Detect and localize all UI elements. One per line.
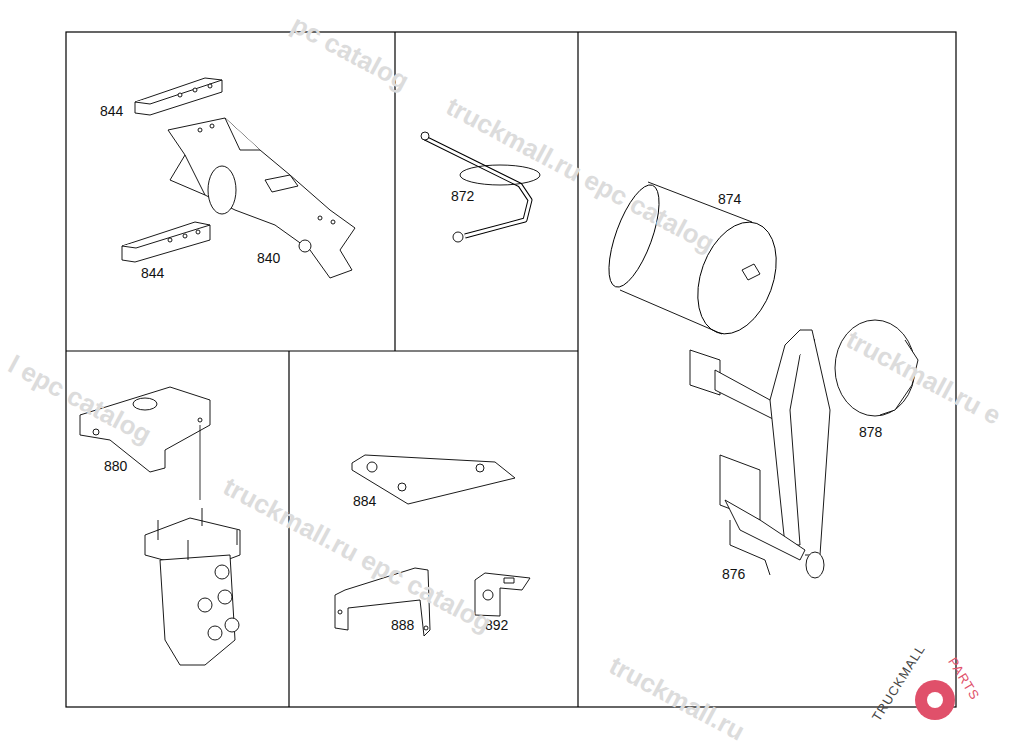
callout-number: 844	[140, 265, 165, 281]
watermark: truckmall.ru	[605, 651, 750, 746]
callout-number: 840	[256, 250, 281, 266]
callout-number: 888	[390, 617, 415, 633]
callout-number: 884	[352, 493, 377, 509]
callout-number: 844	[99, 103, 124, 119]
watermark: truckmall.ru e	[842, 325, 1006, 430]
callout-number: 880	[103, 458, 128, 474]
callout-number: 872	[450, 188, 475, 204]
panel-frame	[66, 32, 956, 707]
callout-number: 874	[717, 191, 742, 207]
callout-number: 876	[721, 566, 746, 582]
callout-number: 878	[858, 424, 883, 440]
